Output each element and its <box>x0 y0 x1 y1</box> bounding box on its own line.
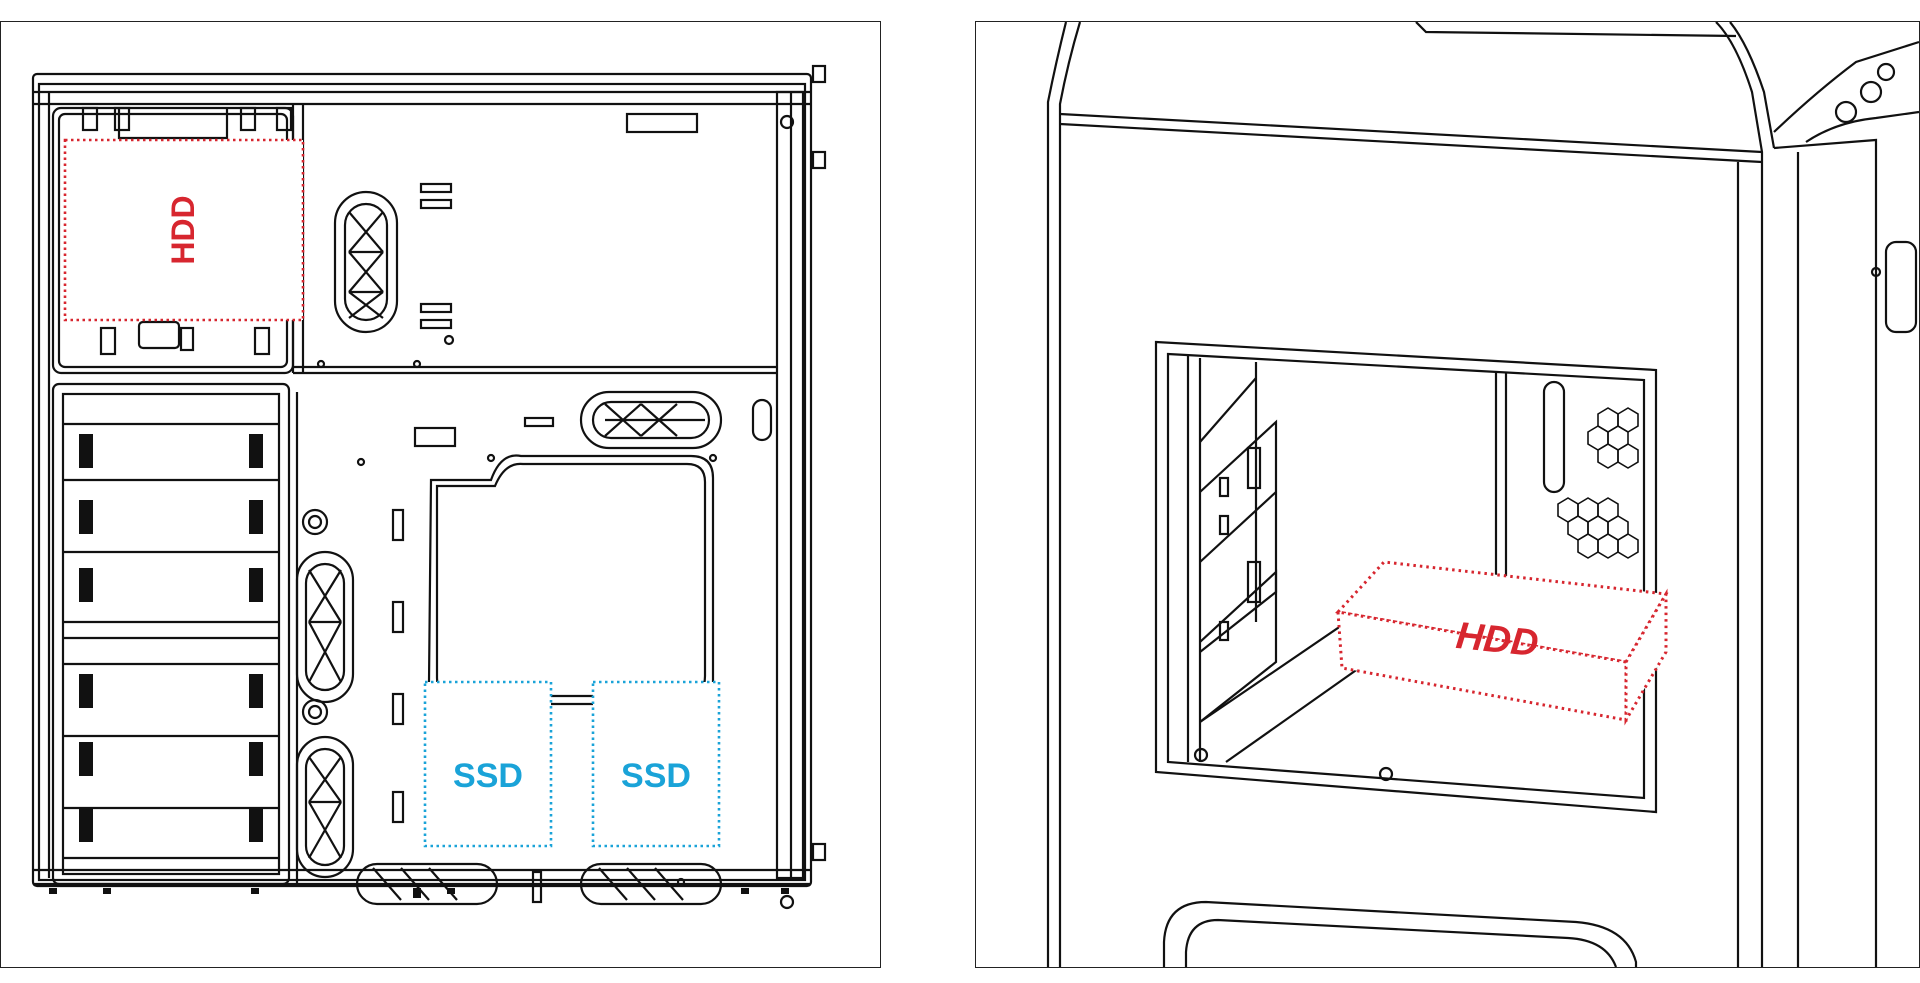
case-side-view-drawing: HDD SSD SSD <box>31 64 827 910</box>
ssd-label-1: SSD <box>453 757 523 795</box>
ssd-location-marker-1 <box>423 680 553 848</box>
hdd-location-marker <box>63 138 305 322</box>
case-perspective-view-panel: HDD <box>975 21 1920 968</box>
hdd-perspective-side <box>1624 588 1668 726</box>
case-side-view-panel: HDD SSD SSD <box>0 21 881 968</box>
hdd-label-right: HDD <box>1454 615 1540 665</box>
ssd-location-marker-2 <box>591 680 721 848</box>
ssd-label-2: SSD <box>621 757 691 795</box>
hdd-label-left: HDD <box>165 195 201 264</box>
case-perspective-drawing: HDD <box>1046 22 1919 967</box>
